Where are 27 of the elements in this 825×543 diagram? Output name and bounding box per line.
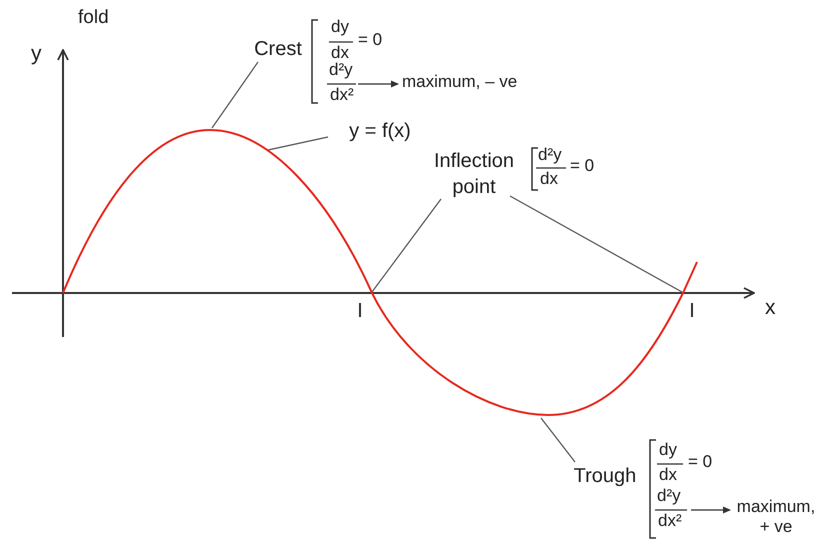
- formula-term: dy: [331, 18, 349, 37]
- formula-term: dx²: [658, 512, 682, 531]
- formula-term: dy: [659, 441, 677, 460]
- function-label: y = f(x): [330, 118, 430, 144]
- axis-label: y: [31, 42, 42, 66]
- formula-term: d²y: [538, 146, 562, 165]
- formula-term: d²y: [329, 61, 353, 80]
- formula-term: dx: [659, 466, 677, 485]
- part-name: Inflection point: [424, 148, 524, 200]
- formula-term: = 0: [688, 453, 712, 472]
- formula-term: dx: [331, 44, 349, 62]
- leader-line: [268, 136, 328, 151]
- leader-line: [540, 418, 576, 462]
- part-name: Trough: [565, 463, 645, 489]
- part-name: Crest: [243, 36, 313, 62]
- axis-label: x: [765, 296, 776, 320]
- formula-term: dx: [540, 170, 558, 189]
- heading: fold: [78, 8, 109, 29]
- leader-line: [510, 195, 682, 293]
- leader-line: [212, 62, 258, 128]
- formula-text: maximum, – ve: [402, 73, 518, 92]
- leader-line: [372, 198, 442, 292]
- formula-term: = 0: [570, 157, 594, 176]
- formula-text: maximum, + ve: [736, 497, 816, 537]
- formula-term: dx²: [330, 86, 354, 105]
- formula-term: = 0: [358, 31, 382, 50]
- formula-term: d²y: [657, 487, 681, 506]
